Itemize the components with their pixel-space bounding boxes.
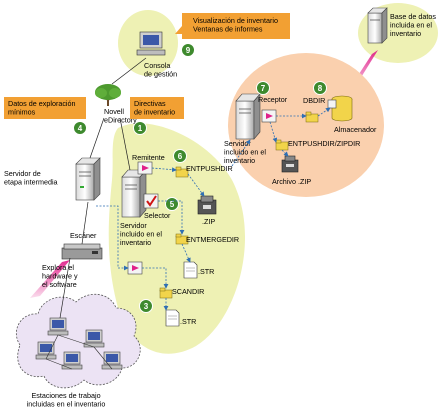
scanner-beam bbox=[30, 260, 70, 298]
step-badge-3: 3 bbox=[139, 299, 153, 313]
entpushdir-label: ENTPUSHDIR bbox=[186, 164, 233, 173]
step-6-number: 6 bbox=[178, 152, 183, 161]
step-badge-9: 9 bbox=[181, 43, 195, 57]
receiver-label: Receptor bbox=[258, 95, 288, 104]
sender-label: Remitente bbox=[132, 153, 165, 162]
entmergedir-label: ENTMERGEDIR bbox=[186, 235, 239, 244]
root-inventoried-server-icon bbox=[235, 93, 261, 140]
workstation-network-lines bbox=[45, 334, 113, 370]
workstation-pc-icon bbox=[61, 351, 83, 370]
step-badge-6: 6 bbox=[173, 149, 187, 163]
scandir-folder-icon bbox=[159, 287, 173, 299]
step-badge-8: 8 bbox=[313, 81, 327, 95]
str-file-icon-2 bbox=[165, 309, 180, 327]
zip-file-icon bbox=[197, 195, 217, 215]
inventory-database-server-icon bbox=[367, 7, 388, 44]
flow-connectors bbox=[59, 57, 331, 319]
workstation-pc-icon bbox=[83, 329, 105, 348]
str-file-label-1: .STR bbox=[198, 267, 214, 276]
step-badge-4: 4 bbox=[73, 121, 87, 135]
step-badge-5: 5 bbox=[165, 197, 179, 211]
step-5-number: 5 bbox=[170, 200, 175, 209]
workstations-cloud bbox=[15, 294, 141, 389]
step-9-number: 9 bbox=[186, 46, 191, 55]
root-zip-file-label: Archivo .ZIP bbox=[272, 177, 311, 186]
storer-database-icon bbox=[327, 95, 353, 122]
edirectory-tree-icon bbox=[95, 84, 121, 106]
selector-label: Selector bbox=[144, 211, 171, 220]
inventoried-server-icon bbox=[121, 169, 147, 218]
step-badge-7: 7 bbox=[256, 81, 270, 95]
receiver-component-icon bbox=[261, 109, 277, 123]
str-file-icon-1 bbox=[183, 261, 198, 279]
str-file-label-2: .STR bbox=[180, 317, 196, 326]
selector-component-icon bbox=[143, 193, 159, 209]
management-console-icon bbox=[136, 31, 166, 56]
dbdir-label: DBDIR bbox=[303, 96, 325, 105]
root-zip-file-icon bbox=[281, 155, 299, 173]
zip-file-label: .ZIP bbox=[202, 217, 215, 226]
scan-component-icon bbox=[127, 261, 143, 275]
storer-label: Almacenador bbox=[334, 125, 377, 134]
step-7-number: 7 bbox=[261, 84, 266, 93]
workstation-pc-icon bbox=[35, 341, 57, 360]
step-3-number: 3 bbox=[144, 302, 149, 311]
step-4-number: 4 bbox=[78, 124, 83, 133]
intermediate-server-icon bbox=[75, 157, 101, 201]
step-badge-1: 1 bbox=[133, 121, 147, 135]
zipdir-label: ENTPUSHDIR/ZIPDIR bbox=[288, 139, 360, 148]
scanner-icon bbox=[61, 243, 103, 260]
step-8-number: 8 bbox=[318, 84, 323, 93]
workstation-pc-icon bbox=[47, 317, 69, 336]
step-1-number: 1 bbox=[138, 124, 143, 133]
sender-component-icon bbox=[137, 161, 153, 175]
scandir-label: SCANDIR bbox=[172, 287, 204, 296]
